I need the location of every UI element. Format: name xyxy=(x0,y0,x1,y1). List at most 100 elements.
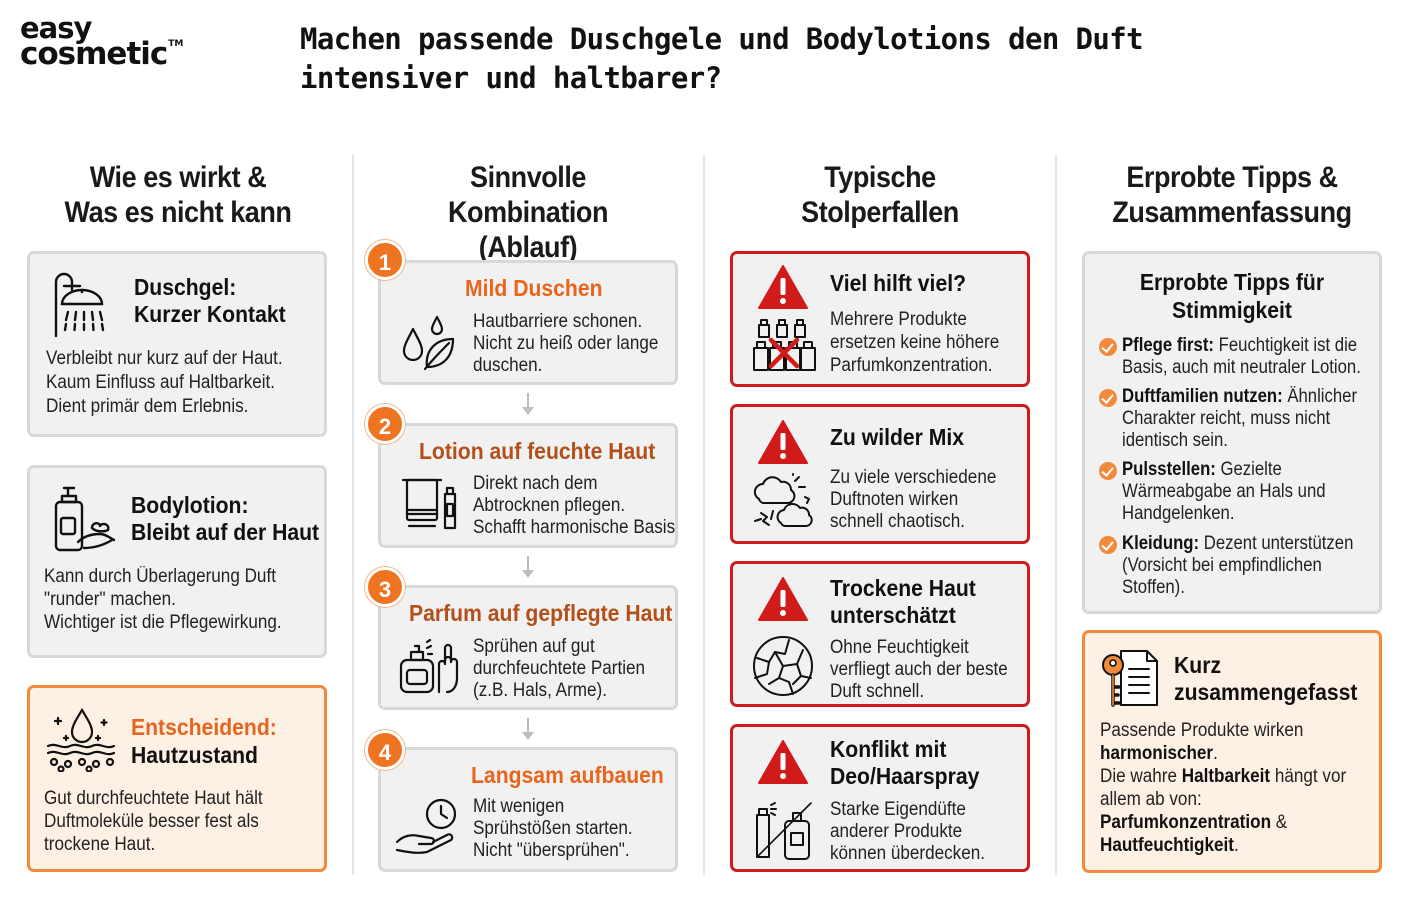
pitfall-body-line: ersetzen keine höhere xyxy=(830,332,1000,353)
brand-line1: easy xyxy=(20,11,92,45)
pitfall-card-1: Viel hilft viel? Mehrere Produkte ersetz… xyxy=(730,251,1030,387)
summary-line: Hautfeuchtigkeit. xyxy=(1100,834,1239,857)
check-icon xyxy=(1099,462,1117,480)
summary-text: hängt vor xyxy=(1270,766,1347,787)
heading-line: Sinnvolle Kombination xyxy=(447,161,609,229)
check-icon xyxy=(1099,389,1117,407)
card-hautzustand: Entscheidend: Hautzustand Gut durchfeuch… xyxy=(27,685,327,872)
tip-label: Pulsstellen: xyxy=(1122,459,1216,480)
perfume-hand-icon xyxy=(397,638,463,696)
step-number-badge: 1 xyxy=(365,240,405,280)
summary-text: & xyxy=(1271,812,1288,833)
pitfall-subtitle: Deo/Haarspray xyxy=(830,763,980,789)
summary-subtitle: zusammengefasst xyxy=(1174,679,1358,705)
step-number-badge: 4 xyxy=(365,730,405,770)
card-subtitle: Kurzer Kontakt xyxy=(134,301,286,327)
heading-line: (Ablauf) xyxy=(478,231,578,264)
step-number-badge: 3 xyxy=(365,567,405,607)
pitfall-body-line: anderer Produkte xyxy=(830,821,963,842)
pitfall-title: Konflikt mit xyxy=(830,736,947,762)
card-body-line: Dient primär dem Erlebnis. xyxy=(46,396,249,417)
summary-text: . xyxy=(1233,835,1239,856)
step-body-line: Mit wenigen xyxy=(473,796,565,817)
pitfall-card-4: Konflikt mit Deo/Haarspray Starke Eigend… xyxy=(730,724,1030,872)
tip-text: Ähnlicher xyxy=(1282,386,1358,407)
column-divider xyxy=(1055,155,1057,875)
step-title: Lotion auf feuchte Haut xyxy=(419,438,656,464)
pitfall-body-line: können überdecken. xyxy=(830,843,985,864)
card-body-line: "runder" machen. xyxy=(44,589,176,610)
step-body-line: Abtrocknen pflegen. xyxy=(473,495,626,516)
heading-line: Was es nicht kann xyxy=(64,196,292,229)
summary-emphasis: harmonischer xyxy=(1100,743,1214,764)
tip-label: Duftfamilien nutzen: xyxy=(1122,386,1283,407)
pitfall-body-line: Parfumkonzentration. xyxy=(830,355,993,376)
column-heading-stolperfallen: Typische Stolperfallen xyxy=(741,160,1020,230)
summary-title: Kurz xyxy=(1174,652,1222,678)
pitfall-body-line: Duftnoten wirken xyxy=(830,489,959,510)
pitfall-title: Zu wilder Mix xyxy=(830,424,965,450)
step-card-4: Langsam aufbauen Mit wenigen Sprühstößen… xyxy=(378,747,678,872)
card-body-line: Kann durch Überlagerung Duft xyxy=(44,566,276,587)
step-body-line: Sprühen auf gut xyxy=(473,636,595,657)
pitfall-body-line: Ohne Feuchtigkeit xyxy=(830,637,969,658)
card-title: Bodylotion: xyxy=(131,492,249,518)
pitfall-body-line: Mehrere Produkte xyxy=(830,309,967,330)
pitfall-body-line: verfliegt auch der beste xyxy=(830,659,1008,680)
pitfall-body-line: Starke Eigendüfte xyxy=(830,799,966,820)
step-title: Mild Duschen xyxy=(465,275,603,301)
shower-icon xyxy=(50,270,114,338)
lotion-bottle-icon xyxy=(48,484,118,554)
tip-line: Pulsstellen: Gezielte xyxy=(1122,459,1282,481)
clock-hand-icon xyxy=(395,798,465,856)
page-title: Machen passende Duschgele und Bodylotion… xyxy=(300,20,1160,98)
heading-line: Typische xyxy=(824,161,936,194)
card-body-line: Gut durchfeuchtete Haut hält xyxy=(44,788,263,809)
step-body-line: (z.B. Hals, Arme). xyxy=(473,680,607,701)
flow-arrow-icon xyxy=(522,393,534,415)
pitfall-card-2: Zu wilder Mix Zu viele verschiedene Duft… xyxy=(730,404,1030,544)
summary-line: Parfumkonzentration & xyxy=(1100,811,1287,834)
bottles-cross-icon xyxy=(751,316,817,374)
step-card-2: Lotion auf feuchte Haut Direkt nach dem … xyxy=(378,423,678,548)
card-title: Entscheidend: xyxy=(131,714,277,740)
step-body-line: Sprühstößen starten. xyxy=(473,818,633,839)
tip-line: Duftfamilien nutzen: Ähnlicher xyxy=(1122,386,1357,408)
tip-line: Wärmeabgabe an Hals und xyxy=(1122,481,1326,502)
step-body-line: durchfeuchtete Partien xyxy=(473,658,646,679)
warning-icon xyxy=(757,264,809,310)
step-number-badge: 2 xyxy=(365,404,405,444)
column-divider xyxy=(352,155,354,875)
card-bodylotion: Bodylotion: Bleibt auf der Haut Kann dur… xyxy=(27,465,327,658)
check-icon xyxy=(1099,338,1117,356)
card-body-line: trockene Haut. xyxy=(44,834,156,855)
key-document-icon xyxy=(1099,647,1161,709)
pitfall-subtitle: unterschätzt xyxy=(830,602,956,628)
tip-line: Charakter reicht, muss nicht xyxy=(1122,408,1331,429)
warning-icon xyxy=(757,419,809,465)
brand-logo: easy cosmeticTM xyxy=(20,11,190,70)
summary-line: Die wahre Haltbarkeit hängt vor xyxy=(1100,765,1346,788)
step-card-3: Parfum auf gepflegte Haut Sprühen auf gu… xyxy=(378,585,678,710)
step-body-line: Direkt nach dem xyxy=(473,473,598,494)
column-divider xyxy=(703,155,705,875)
pitfall-body-line: schnell chaotisch. xyxy=(830,511,965,532)
pitfall-title: Trockene Haut xyxy=(830,575,976,601)
step-title: Parfum auf gepflegte Haut xyxy=(409,600,673,626)
tip-line: Basis, auch mit neutraler Lotion. xyxy=(1122,357,1361,378)
cracked-skin-icon xyxy=(751,634,815,698)
summary-line: harmonischer. xyxy=(1100,742,1218,765)
card-body-line: Verbleibt nur kurz auf der Haut. xyxy=(46,348,283,369)
summary-emphasis: Parfumkonzentration xyxy=(1100,812,1272,833)
summary-emphasis: Haltbarkeit xyxy=(1181,766,1271,787)
card-title: Duschgel: xyxy=(134,274,237,300)
tip-label: Kleidung: xyxy=(1122,533,1200,554)
tip-line: Stoffen). xyxy=(1122,577,1185,598)
tip-text: Gezielte xyxy=(1215,459,1282,480)
summary-line: Passende Produkte wirken xyxy=(1100,720,1304,741)
step-card-1: Mild Duschen Hautbarriere schonen. Nicht… xyxy=(378,260,678,385)
step-body-line: Nicht "übersprühen". xyxy=(473,840,630,861)
heading-line: Erprobte Tipps & xyxy=(1126,161,1338,194)
step-body-line: Schafft harmonische Basis xyxy=(473,517,676,538)
tips-card: Erprobte Tipps für Stimmigkeit Pflege fi… xyxy=(1082,251,1382,614)
